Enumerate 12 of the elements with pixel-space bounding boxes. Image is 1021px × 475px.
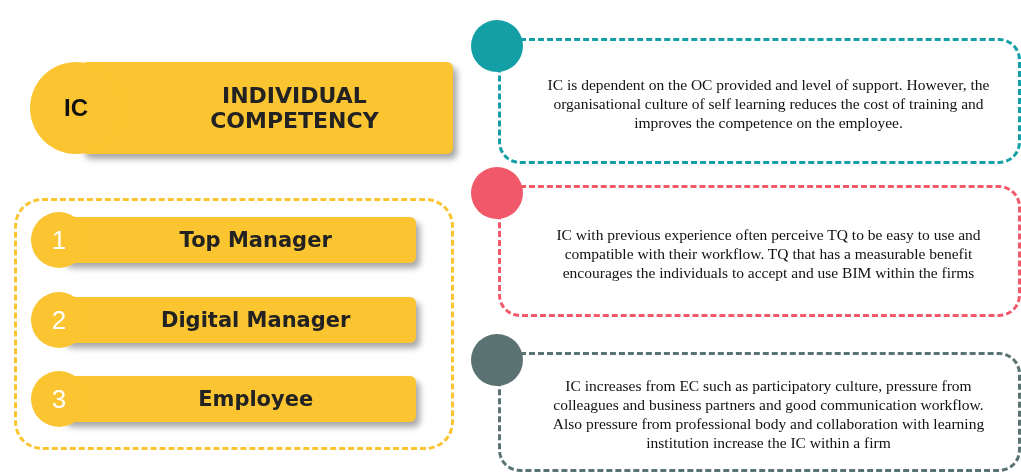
- description-text: IC increases from EC such as participatory culture, pressure from colleagues and business partners and good communication workflow. Also pressure from professional body and collaboration with learning institution increase the IC within a firm: [551, 376, 986, 452]
- description-text: IC with previous experience often perceive TQ to be easy to use and compatible with their workflow. TQ that has a measurable benefit encourages the individuals to accept and use BIM within the firms: [555, 224, 982, 282]
- role-label: Employee: [198, 387, 314, 411]
- item-number: 1: [51, 224, 67, 256]
- item-number: 3: [51, 383, 67, 415]
- description-text: IC is dependent on the OC provided and level of support. However, the organisational culture of self learning reduces the cost of training and improves the competence on the employee.: [546, 74, 991, 132]
- item-number: 2: [51, 304, 67, 336]
- heading-abbreviation: IC: [64, 94, 88, 122]
- box-frame: [14, 198, 454, 450]
- role-label: Digital Manager: [161, 308, 351, 332]
- heading-title: INDIVIDUAL COMPETENCY: [209, 83, 380, 133]
- role-label: Top Manager: [179, 228, 332, 252]
